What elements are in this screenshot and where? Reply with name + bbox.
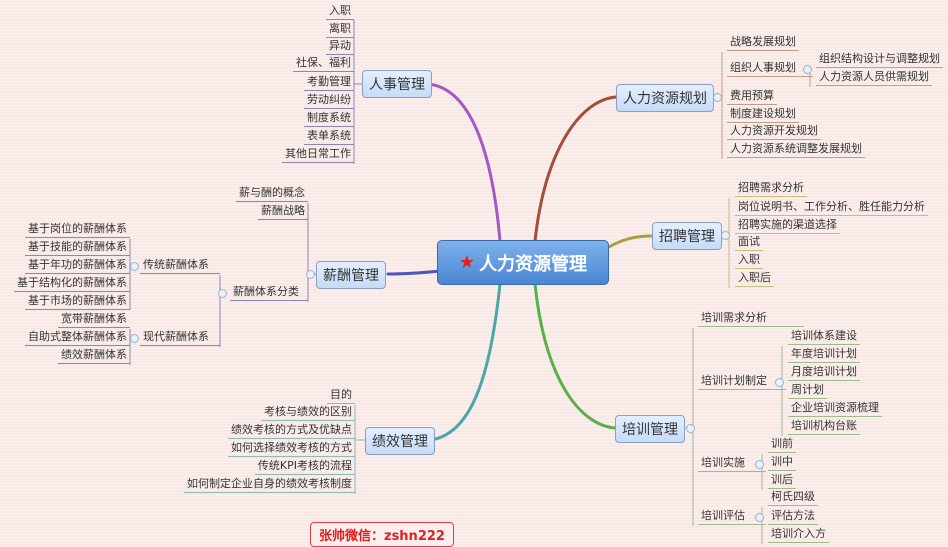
list-item[interactable]: 自助式整体薪酬体系 [25,329,130,346]
topic-xinchou[interactable]: 薪酬管理 [316,261,386,289]
collapse-icon[interactable] [686,424,695,433]
list-item[interactable]: 培训体系建设 [788,328,860,345]
topic-jixiao[interactable]: 绩效管理 [365,427,435,455]
topic-peixun[interactable]: 培训管理 [615,415,685,443]
collapse-icon[interactable] [775,378,784,387]
star-icon: ★ [458,252,476,273]
list-item[interactable]: 人力资源系统调整发展规划 [727,141,865,158]
list-item[interactable]: 宽带薪酬体系 [58,311,130,328]
list-item[interactable]: 入职后 [735,270,774,287]
list-item[interactable]: 传统KPI考核的流程 [254,458,355,475]
list-item[interactable]: 人力资源开发规划 [727,123,821,140]
list-item[interactable]: 基于技能的薪酬体系 [25,239,130,256]
list-item[interactable]: 其他日常工作 [282,146,354,163]
list-item[interactable]: 目的 [327,387,355,404]
list-item[interactable]: 年度培训计划 [788,346,860,363]
branch-xinchou [386,269,442,276]
topic-zhaopin[interactable]: 招聘管理 [652,222,722,250]
list-item[interactable]: 劳动纠纷 [304,92,354,109]
list-item[interactable]: 基于岗位的薪酬体系 [25,221,130,238]
list-item[interactable]: 培训需求分析 [698,310,804,327]
list-item[interactable]: 基于结构化的薪酬体系 [14,275,130,292]
list-item[interactable]: 入职 [326,3,354,20]
list-item[interactable]: 训后 [768,472,796,489]
list-item[interactable]: 评估方法 [768,508,818,525]
list-item[interactable]: 传统薪酬体系 [140,257,220,274]
list-item[interactable]: 人力资源人员供需规划 [816,69,932,86]
list-item[interactable]: 柯氏四级 [768,489,818,506]
list-item[interactable]: 费用预算 [727,88,777,105]
list-item[interactable]: 薪与酬的概念 [236,185,308,202]
central-topic[interactable]: ★人力资源管理 [437,240,609,285]
list-item[interactable]: 表单系统 [304,128,354,145]
list-item[interactable]: 周计划 [788,382,827,399]
branch-jixiao [428,282,502,442]
list-item[interactable]: 社保、福利 [293,55,354,72]
list-item[interactable]: 培训介入方 [768,526,829,543]
list-item[interactable]: 考勤管理 [304,74,354,91]
list-item[interactable]: 薪酬战略 [258,203,308,220]
list-item[interactable]: 如何选择绩效考核的方式 [228,440,355,457]
list-item[interactable]: 绩效考核的方式及优缺点 [228,422,355,439]
list-item[interactable]: 培训评估 [698,508,766,525]
list-item[interactable]: 企业培训资源梳理 [788,400,882,417]
list-item[interactable]: 培训实施 [698,455,766,472]
collapse-icon[interactable] [755,460,764,469]
collapse-icon[interactable] [803,65,812,74]
list-item[interactable]: 制度系统 [304,110,354,127]
branch-renshi [426,82,502,243]
list-item[interactable]: 现代薪酬体系 [140,329,220,346]
collapse-icon[interactable] [218,289,227,298]
collapse-icon[interactable] [721,231,730,240]
list-item[interactable]: 月度培训计划 [788,364,860,381]
list-item[interactable]: 基于市场的薪酬体系 [25,293,130,310]
topic-renshi[interactable]: 人事管理 [362,70,432,98]
list-item[interactable]: 组织结构设计与调整规划 [816,51,943,68]
contact-label: 张帅微信：zshn222 [310,522,454,547]
list-item[interactable]: 培训计划制定 [698,373,786,390]
branch-guihua [533,95,618,243]
list-item[interactable]: 薪酬体系分类 [230,284,308,301]
list-item[interactable]: 面试 [735,234,763,251]
list-item[interactable]: 如何制定企业自身的绩效考核制度 [184,476,355,493]
list-item[interactable]: 异动 [326,38,354,55]
list-item[interactable]: 培训机构台账 [788,418,860,435]
list-item[interactable]: 基于年功的薪酬体系 [25,257,130,274]
list-item[interactable]: 招聘需求分析 [735,180,807,197]
list-item[interactable]: 离职 [326,21,354,38]
list-item[interactable]: 考核与绩效的区别 [261,404,355,421]
collapse-icon[interactable] [306,270,315,279]
list-item[interactable]: 制度建设规划 [727,106,799,123]
collapse-icon[interactable] [755,513,764,522]
list-item[interactable]: 组织人事规划 [727,60,813,77]
collapse-icon[interactable] [130,262,139,271]
list-item[interactable]: 训前 [768,436,796,453]
branch-peixun [533,282,617,430]
list-item[interactable]: 战略发展规划 [727,34,799,51]
collapse-icon[interactable] [130,334,139,343]
collapse-icon[interactable] [713,93,722,102]
list-item[interactable]: 绩效薪酬体系 [58,347,130,364]
list-item[interactable]: 训中 [768,454,796,471]
list-item[interactable]: 岗位说明书、工作分析、胜任能力分析 [735,199,928,216]
topic-guihua[interactable]: 人力资源规划 [616,84,714,112]
list-item[interactable]: 入职 [735,252,763,269]
list-item[interactable]: 招聘实施的渠道选择 [735,217,840,234]
